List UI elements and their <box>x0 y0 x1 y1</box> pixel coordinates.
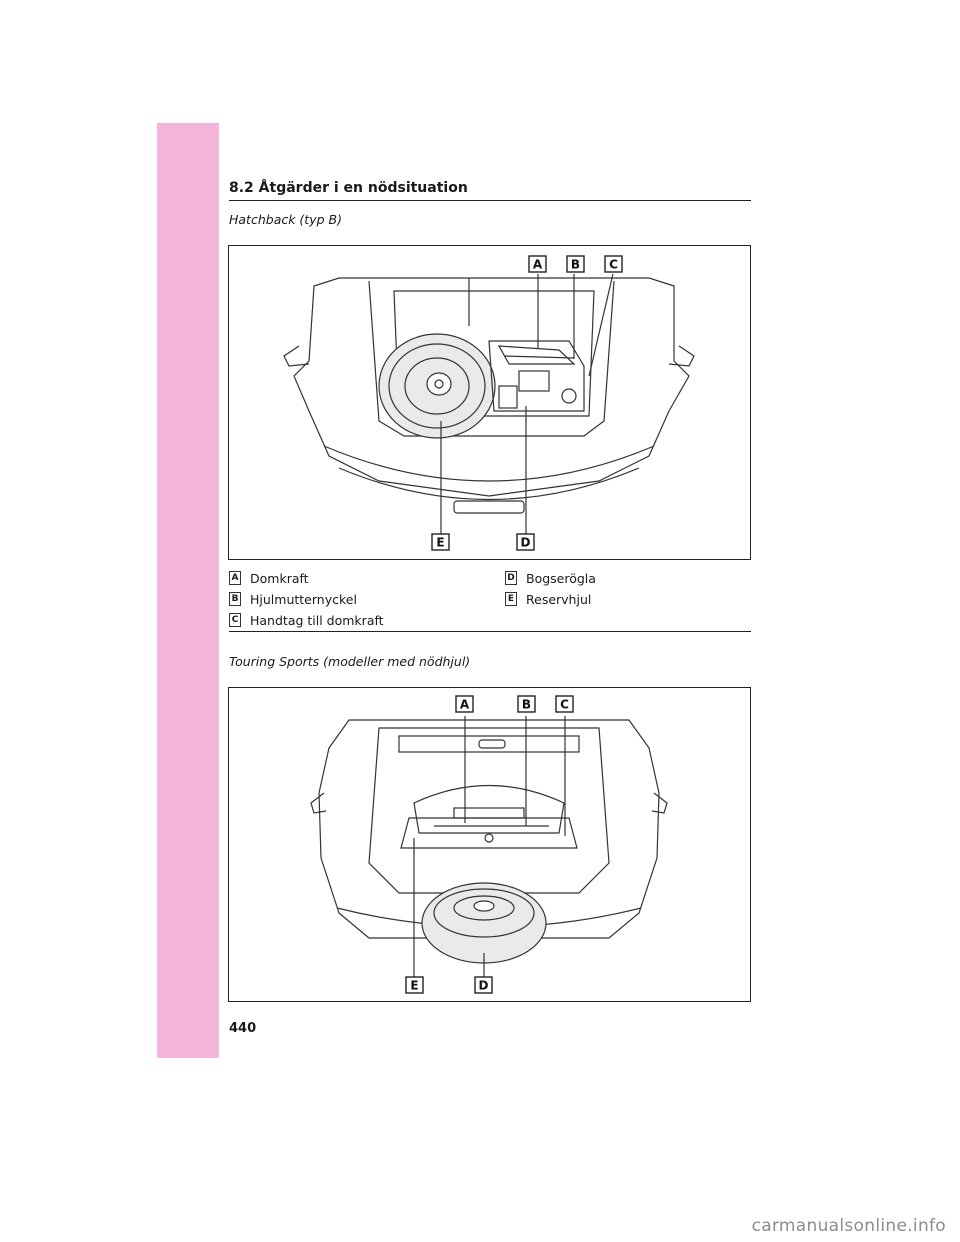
callout-c: C <box>560 698 569 712</box>
callout-d: D <box>479 979 489 993</box>
watermark: carmanualsonline.info <box>751 1216 946 1236</box>
legend-label: Bogserögla <box>526 570 596 586</box>
legend-item-b: B Hjulmutternyckel <box>229 591 357 607</box>
legend-label: Domkraft <box>250 570 309 586</box>
legend-item-c: C Handtag till domkraft <box>229 612 384 628</box>
figure-2-subtitle: Touring Sports (modeller med nödhjul) <box>229 654 471 669</box>
legend-key: B <box>229 592 241 606</box>
touring-sports-svg: A B C E D <box>310 695 668 994</box>
legend-key: C <box>229 613 241 627</box>
callout-a: A <box>533 258 543 272</box>
callout-b: B <box>571 258 580 272</box>
callouts-figure-2: A B C E D <box>405 695 574 994</box>
legend-key: D <box>505 571 517 585</box>
side-tab <box>157 123 219 1058</box>
callout-a: A <box>460 698 470 712</box>
callout-d: D <box>521 536 531 550</box>
legend-key: E <box>505 592 517 606</box>
callouts-figure-1: A B C E D <box>431 255 623 551</box>
legend: A Domkraft B Hjulmutternyckel C Handtag … <box>229 567 751 632</box>
callout-b: B <box>522 698 531 712</box>
legend-label: Hjulmutternyckel <box>250 591 357 607</box>
hatchback-trunk-illustration: A B C E D <box>228 245 751 560</box>
callout-e: E <box>436 536 444 550</box>
section-header: 8.2 Åtgärder i en nödsituation <box>229 178 751 201</box>
legend-key: A <box>229 571 241 585</box>
figure-1-subtitle: Hatchback (typ B) <box>229 212 342 227</box>
page-number: 440 <box>229 1021 257 1036</box>
legend-item-e: E Reservhjul <box>505 591 591 607</box>
legend-label: Reservhjul <box>526 591 592 607</box>
callout-c: C <box>609 258 618 272</box>
hatchback-svg: A B C E D <box>283 255 695 551</box>
legend-label: Handtag till domkraft <box>250 612 384 628</box>
touring-sports-trunk-illustration: A B C E D <box>228 687 751 1002</box>
callout-e: E <box>410 979 418 993</box>
legend-item-d: D Bogserögla <box>505 570 596 586</box>
legend-item-a: A Domkraft <box>229 570 309 586</box>
